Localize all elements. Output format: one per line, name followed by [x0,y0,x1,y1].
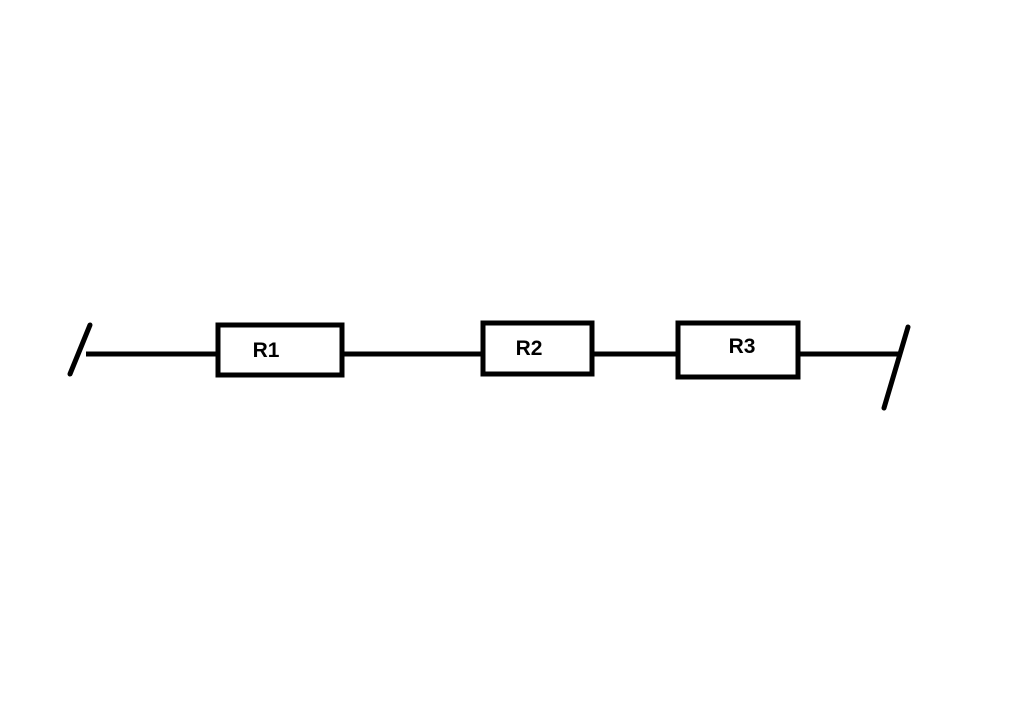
resistor-r2-body [480,320,595,377]
resistor-r1-label: R1 [253,339,280,362]
resistor-r3-label: R3 [729,335,756,358]
right-terminal-mark [881,324,911,411]
resistor-r3-body [675,320,801,380]
resistor-r2: R2 [480,320,595,377]
resistor-r1-body [215,322,345,378]
resistor-r2-label: R2 [516,337,543,360]
resistor-r1: R1 [215,322,345,378]
resistor-r3: R3 [675,320,801,380]
left-terminal-mark [67,322,93,377]
